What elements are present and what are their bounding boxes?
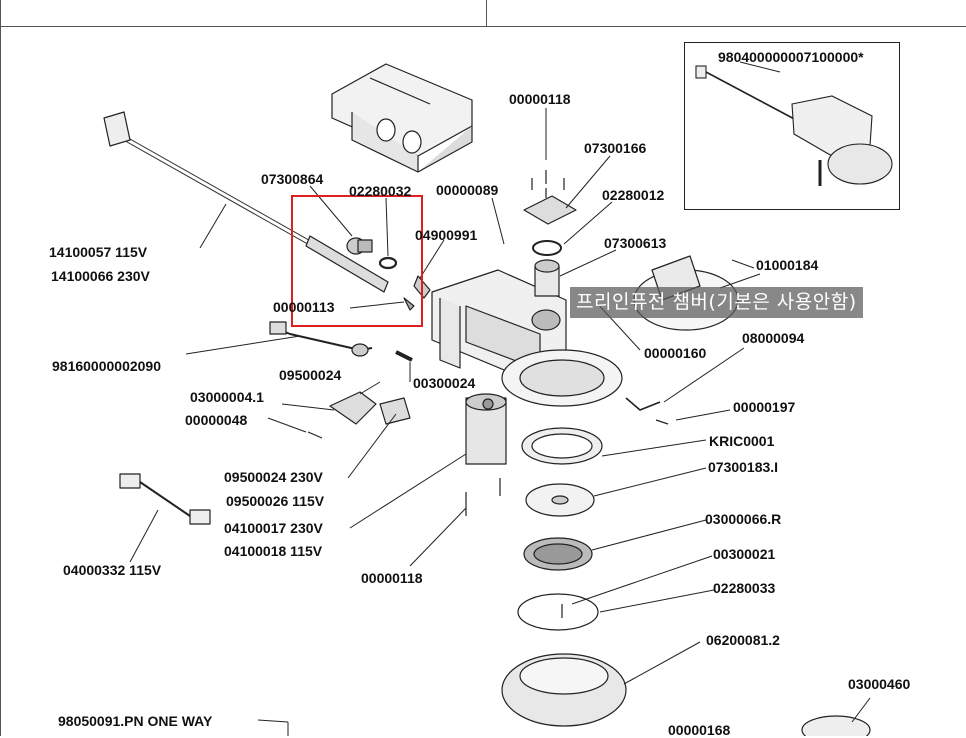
part-label: 03000460 <box>848 676 911 692</box>
part-label: 00300024 <box>413 375 476 391</box>
part-label: 04100018 115V <box>224 543 323 559</box>
part-label: 02280012 <box>602 187 665 203</box>
inset-part-number: 980400000007100000* <box>718 49 864 65</box>
part-label: 03000004.1 <box>190 389 264 405</box>
part-label: 98050091.PN ONE WAY <box>58 713 213 729</box>
part-label: 04900991 <box>415 227 478 243</box>
part-label: 02280032 <box>349 183 412 199</box>
part-label: 00000168 <box>668 722 731 738</box>
part-label: 03000066.R <box>705 511 782 527</box>
part-label: 00000118 <box>509 91 571 107</box>
part-label: 07300613 <box>604 235 667 251</box>
frame-top-divider <box>0 26 966 27</box>
probe-rod-part <box>103 111 389 293</box>
part-label: 01000184 <box>756 257 819 273</box>
cylinder-part <box>534 259 560 297</box>
part-label: 07300864 <box>261 171 324 187</box>
part-label: 00000197 <box>733 399 796 415</box>
wire-parts <box>119 321 669 525</box>
part-label: 02280033 <box>713 580 776 596</box>
group-body-part <box>431 269 623 407</box>
part-label: 00000089 <box>436 182 499 198</box>
inset-frame <box>684 42 900 210</box>
overlay-note: 프리인퓨전 챔버(기본은 사용안함) <box>570 287 863 318</box>
part-label: 08000094 <box>742 330 805 346</box>
frame-left-border <box>0 0 1 736</box>
part-label: 07300166 <box>584 140 647 156</box>
part-label: 09500024 230V <box>224 469 323 485</box>
leader-lines <box>129 108 871 736</box>
part-label: 09500024 <box>279 367 342 383</box>
part-label: 00000160 <box>644 345 707 361</box>
part-label: 14100066 230V <box>51 268 150 284</box>
highlight-box <box>291 195 423 327</box>
part-label: 98160000002090 <box>52 358 162 374</box>
part-label: 04000332 115V <box>63 562 162 578</box>
part-label: 07300183.I <box>708 459 779 475</box>
pump-part <box>465 393 507 465</box>
inset-assembly-drawing <box>695 61 893 186</box>
part-label: 06200081.2 <box>706 632 780 648</box>
top-bracket-part <box>331 63 473 173</box>
cover-plate-part <box>523 170 577 256</box>
part-label: 00300021 <box>713 546 776 562</box>
frame-top-separator <box>486 0 487 26</box>
part-label: 00000048 <box>185 412 248 428</box>
ring-stack-parts <box>501 427 871 736</box>
part-label: 09500026 115V <box>226 493 325 509</box>
part-label: 00000118 <box>361 570 423 586</box>
part-label: 14100057 115V <box>49 244 148 260</box>
part-label: 00000113 <box>273 299 335 315</box>
part-label: 04100017 230V <box>224 520 323 536</box>
part-label: KRIC0001 <box>709 433 775 449</box>
